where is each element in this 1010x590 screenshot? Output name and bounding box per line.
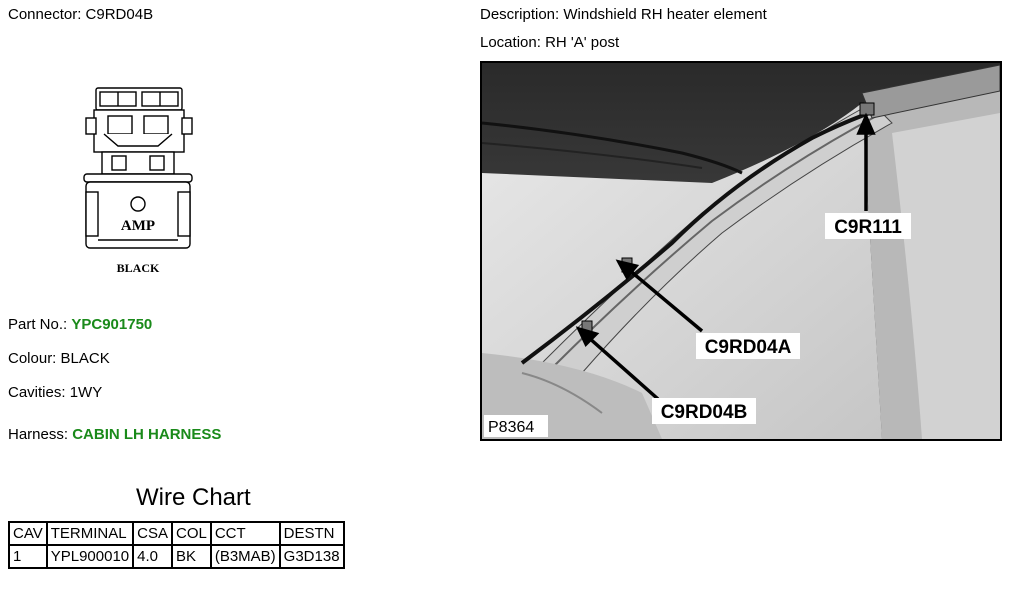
description-label: Description: — [480, 6, 560, 23]
harness-value[interactable]: CABIN LH HARNESS — [72, 426, 222, 443]
description-line: Description: Windshield RH heater elemen… — [480, 6, 767, 23]
header-terminal: TERMINAL — [45, 521, 135, 546]
cell-destn: G3D138 — [278, 544, 345, 569]
cell-cct: (B3MAB) — [209, 544, 281, 569]
wire-chart-title: Wire Chart — [136, 484, 251, 511]
cavities-value: 1WY — [69, 384, 103, 401]
cell-terminal: YPL900010 — [45, 544, 135, 569]
connector-value: C9RD04B — [85, 6, 154, 23]
header-cct: CCT — [209, 521, 281, 546]
wire-chart-table: CAV TERMINAL CSA COL CCT DESTN 1 YPL9000… — [8, 521, 345, 569]
location-photo-svg: C9R111 C9RD04A C9RD04B P8364 — [482, 63, 1000, 439]
harness-line: Harness: CABIN LH HARNESS — [8, 426, 221, 443]
location-photo: C9R111 C9RD04A C9RD04B P8364 — [480, 61, 1002, 441]
photo-ref: P8364 — [488, 419, 534, 436]
harness-label: Harness: — [8, 426, 69, 443]
connector-label: Connector: — [8, 6, 82, 23]
header-cav: CAV — [8, 521, 48, 546]
cell-csa: 4.0 — [132, 544, 173, 569]
part-no-label: Part No.: — [8, 316, 68, 333]
callout-c9r111: C9R111 — [834, 217, 902, 238]
colour-value: BLACK — [60, 350, 110, 367]
header-destn: DESTN — [278, 521, 345, 546]
colour-line: Colour: BLACK — [8, 350, 110, 367]
cavities-label: Cavities: — [8, 384, 66, 401]
connector-drawing: AMP BLACK — [78, 84, 198, 284]
connector-line: Connector: C9RD04B — [8, 6, 153, 23]
header-csa: CSA — [132, 521, 173, 546]
location-line: Location: RH 'A' post — [480, 34, 619, 51]
table-row: 1 YPL900010 4.0 BK (B3MAB) G3D138 — [8, 544, 345, 569]
location-label: Location: — [480, 34, 541, 51]
wire-chart-header-row: CAV TERMINAL CSA COL CCT DESTN — [8, 521, 345, 546]
cell-col: BK — [170, 544, 212, 569]
wire-chart: CAV TERMINAL CSA COL CCT DESTN 1 YPL9000… — [8, 521, 345, 569]
colour-label: Colour: — [8, 350, 57, 367]
amp-brand-text: AMP — [121, 218, 155, 234]
callout-c9rd04b: C9RD04B — [661, 402, 748, 423]
connector-drawing-svg: AMP BLACK — [83, 87, 193, 275]
header-col: COL — [170, 521, 212, 546]
description-value: Windshield RH heater element — [563, 6, 767, 23]
callout-c9rd04a: C9RD04A — [705, 337, 792, 358]
cell-cav: 1 — [8, 544, 48, 569]
part-no-line: Part No.: YPC901750 — [8, 316, 152, 333]
part-no-value[interactable]: YPC901750 — [71, 316, 153, 333]
colour-caption-text: BLACK — [117, 261, 160, 275]
location-value: RH 'A' post — [545, 34, 620, 51]
cavities-line: Cavities: 1WY — [8, 384, 102, 401]
